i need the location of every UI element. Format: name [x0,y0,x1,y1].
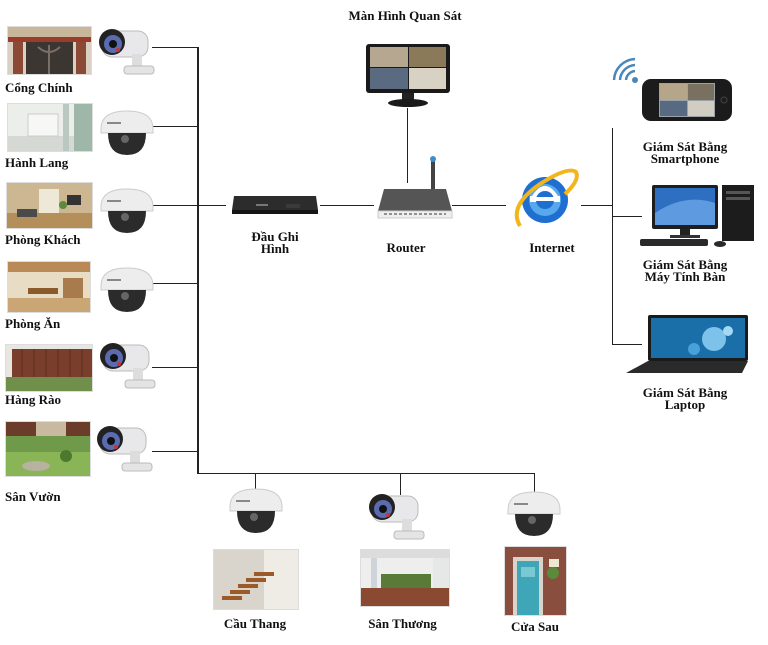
camera-label: Cổng Chính [5,80,73,95]
bullet-camera-icon [364,491,430,547]
camera-label: Phòng Ăn [5,316,61,331]
device-label-line1: Giám Sát Bằng [642,139,728,154]
scene-photo-gate [7,26,92,75]
router-to-internet-line [452,205,506,206]
dvr-label-line1: Đầu Ghi [251,229,299,244]
bottom-drop-2 [400,473,401,495]
camera-label: Phòng Khách [5,232,81,247]
dvr-to-router-line [320,205,374,206]
internet-label: Internet [529,240,575,255]
dome-camera-icon [99,264,155,316]
monitor-to-router-line [407,108,408,183]
smartphone-icon [641,78,733,122]
camera-label: Cầu Thang [223,616,287,631]
scene-photo-dining-room [7,261,91,313]
bullet-camera-icon [94,26,160,82]
bottom-bus-line [198,473,535,474]
branch-line-1 [152,47,198,48]
camera-label: Hàng Rào [5,392,61,407]
dvr-label-line2: Hình [260,241,290,256]
left-bus-line [197,47,199,474]
internet-explorer-icon [510,166,580,232]
scene-photo-hallway [7,103,93,152]
monitor-icon [365,43,451,109]
device-label-line2: Laptop [664,397,706,412]
dome-camera-icon [99,185,155,237]
right-branch-laptop [612,344,642,345]
branch-line-5 [152,367,198,368]
device-label-line2: Smartphone [650,151,720,166]
branch-line-3 [152,205,198,206]
branch-line-2 [152,126,198,127]
router-icon [376,153,454,219]
bullet-camera-icon [95,340,161,396]
laptop-icon [624,313,752,377]
dome-camera-icon [506,488,562,540]
dome-camera-icon [99,107,155,159]
bottom-drop-3 [534,473,535,495]
camera-label: Sân Thương [368,616,437,631]
right-branch-desktop [612,216,642,217]
scene-photo-living-room [6,182,93,229]
bullet-camera-icon [92,423,158,479]
scene-photo-terrace [360,549,450,607]
scene-photo-fence [5,344,93,392]
bottom-drop-1 [255,473,256,493]
monitor-title: Màn Hình Quan Sát [348,8,462,23]
router-label: Router [386,240,426,255]
camera-label: Cửa Sau [511,619,559,634]
scene-photo-back-door [504,546,567,616]
branch-line-6 [152,451,198,452]
camera-label: Sân Vườn [5,489,61,504]
desktop-computer-icon [640,183,758,253]
camera-label: Hành Lang [5,155,69,170]
dvr-recorder-icon [230,192,320,218]
device-label-line2: Máy Tính Bàn [644,269,726,284]
wifi-icon [612,55,642,85]
bus-to-dvr-line [198,205,226,206]
scene-photo-garden [5,421,91,477]
branch-line-4 [152,283,198,284]
device-label-line1: Giám Sát Bằng [642,257,728,272]
device-label-line1: Giám Sát Bằng [642,385,728,400]
scene-photo-stairs [213,549,299,610]
dome-camera-icon [228,485,284,537]
right-bus-line [612,128,613,345]
internet-to-right-line [581,205,612,206]
